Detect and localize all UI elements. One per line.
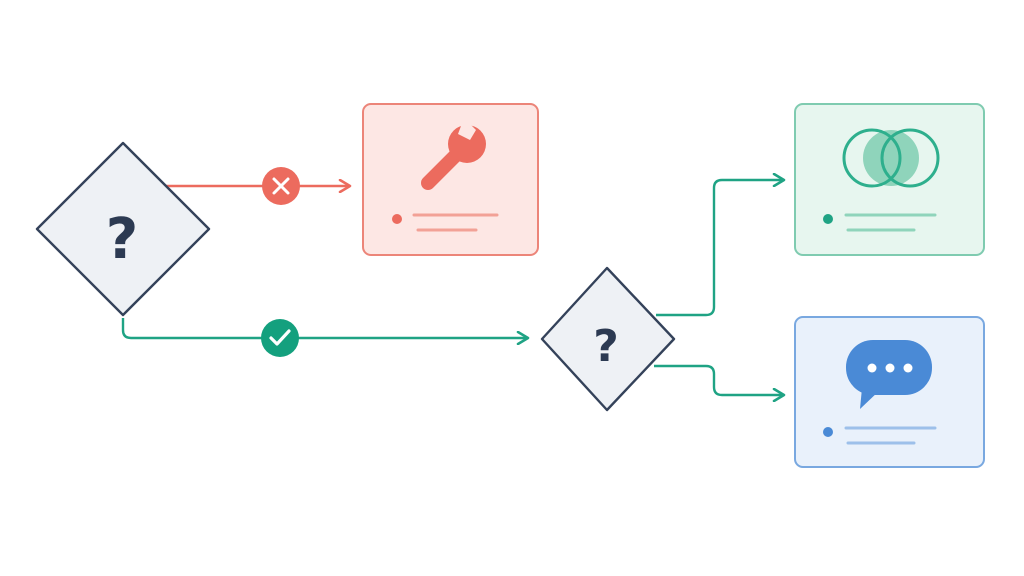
yes-branch-badge: [261, 319, 299, 357]
venn-overlap-icon: [842, 128, 940, 188]
message-card: [794, 316, 985, 468]
decision-diamond-1: ?: [35, 141, 211, 317]
card-bullet: [823, 427, 833, 437]
decision-symbol: ?: [106, 207, 138, 272]
wrench-icon: [421, 118, 486, 190]
card-bullet: [823, 214, 833, 224]
x-icon: [272, 177, 290, 195]
chat-bubble-icon: [846, 340, 932, 409]
connector-to-overlap: [656, 180, 784, 317]
overlap-card: [794, 103, 985, 256]
connector-yes-branch: [121, 318, 528, 338]
card-bullet: [392, 214, 402, 224]
decision-diamond-2: ?: [540, 266, 676, 412]
no-branch-badge: [262, 167, 300, 205]
check-icon: [269, 329, 291, 346]
connector-to-message: [654, 364, 784, 395]
repair-card: [362, 103, 539, 256]
decision-symbol: ?: [593, 321, 619, 372]
